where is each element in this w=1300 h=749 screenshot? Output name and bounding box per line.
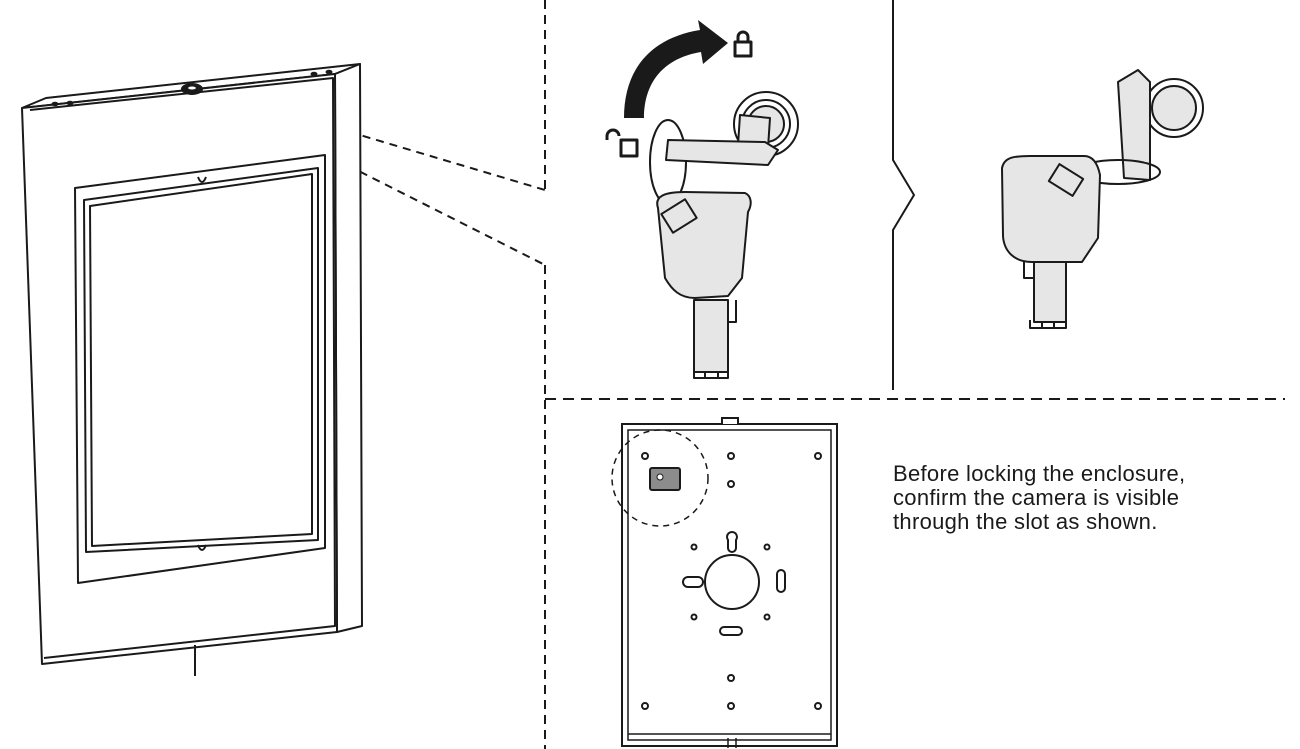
tablet-enclosure xyxy=(21,63,363,676)
key-head-locked xyxy=(1001,155,1101,263)
key-step-unlocked xyxy=(605,20,799,379)
padlock-closed-icon xyxy=(733,30,753,58)
instruction-line-2: confirm the camera is visible xyxy=(893,485,1180,510)
camera-slot xyxy=(649,467,681,491)
key-shaft-locked xyxy=(1033,261,1067,323)
instruction-line-1: Before locking the enclosure, xyxy=(893,461,1186,486)
panel-dividers xyxy=(544,0,1285,749)
back-plate xyxy=(611,417,838,748)
enclosure-side-face xyxy=(334,63,363,633)
screen-opening xyxy=(83,167,319,553)
key-shaft xyxy=(693,299,729,373)
instruction-line-3: through the slot as shown. xyxy=(893,509,1158,534)
center-mount-hole xyxy=(704,554,760,610)
camera-highlight-circle xyxy=(611,429,709,527)
padlock-open-icon xyxy=(605,128,639,158)
key-step-locked xyxy=(1001,69,1204,329)
divider-step-chevron xyxy=(892,0,916,390)
instruction-text: Before locking the enclosure, confirm th… xyxy=(893,462,1273,534)
curved-arrow-icon xyxy=(624,20,728,118)
